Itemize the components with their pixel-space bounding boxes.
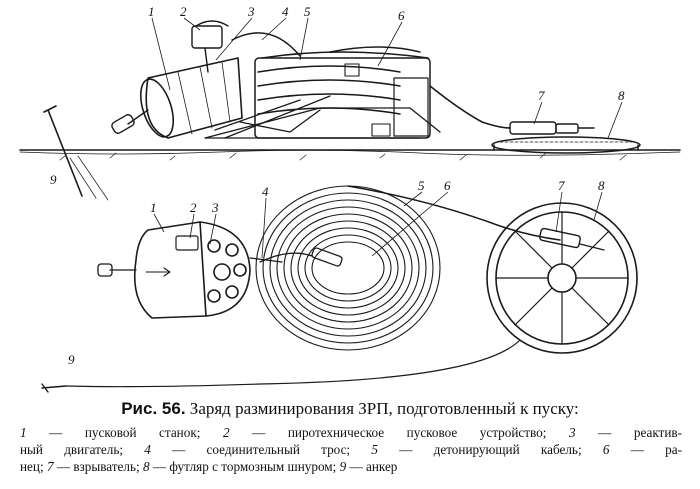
legend-text: — футляр с тормозным шнуром; bbox=[149, 459, 340, 474]
legend-text: — пиротехническое пусковое устройство; bbox=[229, 425, 569, 440]
legend-text: — реактив- bbox=[575, 425, 682, 440]
engine-block bbox=[133, 221, 251, 319]
label-bot-6: 6 bbox=[444, 178, 451, 193]
legend-text: — анкер bbox=[346, 459, 398, 474]
label-bot-8: 8 bbox=[598, 178, 605, 193]
legend-num: 2 bbox=[222, 425, 230, 440]
legend-num: 7 bbox=[46, 459, 54, 474]
top-labels: 1 2 3 4 5 6 7 8 9 bbox=[50, 4, 625, 187]
legend-text: — взрыватель; bbox=[53, 459, 143, 474]
label-top-7: 7 bbox=[538, 88, 545, 103]
legend-num: 6 bbox=[602, 442, 610, 457]
label-bot-2: 2 bbox=[190, 200, 197, 215]
legend-num: 1 bbox=[20, 425, 27, 440]
figure-caption: Рис. 56. Заряд разминирования ЗРП, подго… bbox=[0, 398, 700, 489]
label-bot-4: 4 bbox=[262, 184, 269, 199]
cable-coil bbox=[255, 185, 441, 351]
legend-num: 9 bbox=[339, 459, 347, 474]
anchor-plan bbox=[41, 383, 67, 393]
legend-text: ный двигатель; bbox=[20, 442, 145, 457]
legend-line-1: 1 — пусковой станок; 2 — пиротехническое… bbox=[20, 424, 682, 441]
side-view bbox=[19, 20, 681, 201]
label-bot-3: 3 bbox=[211, 200, 219, 215]
anchor-cable bbox=[65, 339, 521, 388]
label-bot-5: 5 bbox=[418, 178, 425, 193]
figure-illustration: 1 2 3 4 5 6 7 8 9 1 2 3 4 5 6 7 8 9 bbox=[19, 4, 681, 393]
anchor-side bbox=[43, 105, 109, 201]
fuse-side bbox=[509, 121, 595, 135]
label-top-5: 5 bbox=[304, 4, 311, 19]
caption-title: Рис. 56. Заряд разминирования ЗРП, подго… bbox=[0, 398, 700, 420]
label-top-8: 8 bbox=[618, 88, 625, 103]
figure-number: Рис. 56. bbox=[121, 399, 186, 418]
brake-case-plan bbox=[486, 202, 638, 354]
legend-num: 4 bbox=[144, 442, 151, 457]
legend-text: — детонирующий кабель; bbox=[377, 442, 603, 457]
legend-num: 3 bbox=[568, 425, 576, 440]
legend-text: — пусковой станок; bbox=[26, 425, 223, 440]
det-cable-side bbox=[429, 85, 511, 129]
fuse-plan bbox=[539, 227, 605, 251]
label-top-9: 9 bbox=[50, 172, 57, 187]
label-top-4: 4 bbox=[282, 4, 289, 19]
label-top-3: 3 bbox=[247, 4, 255, 19]
legend-text: — ра- bbox=[609, 442, 682, 457]
label-top-2: 2 bbox=[180, 4, 187, 19]
label-bot-9: 9 bbox=[68, 352, 75, 367]
label-bot-7: 7 bbox=[558, 178, 565, 193]
plan-view bbox=[41, 185, 638, 393]
legend-line-2: ный двигатель; 4 — соединительный трос; … bbox=[20, 441, 682, 458]
det-cable-plan bbox=[347, 185, 561, 241]
knapsack bbox=[254, 46, 431, 139]
launcher-handle bbox=[111, 109, 149, 134]
label-bot-1: 1 bbox=[150, 200, 157, 215]
legend-text: нец; bbox=[20, 459, 47, 474]
legend-text: — соединительный трос; bbox=[150, 442, 372, 457]
legend-num: 5 bbox=[371, 442, 378, 457]
label-top-1: 1 bbox=[148, 4, 155, 19]
rocket-engine bbox=[139, 57, 243, 139]
brake-case-side bbox=[491, 136, 641, 154]
label-top-6: 6 bbox=[398, 8, 405, 23]
legend-line-3: нец; 7 — взрыватель; 8 — футляр с тормоз… bbox=[20, 458, 682, 475]
bottom-labels: 1 2 3 4 5 6 7 8 9 bbox=[68, 178, 605, 367]
pyro-device bbox=[191, 20, 229, 73]
legend-num: 8 bbox=[142, 459, 150, 474]
engine-handle bbox=[97, 263, 137, 277]
caption-text: Заряд разминирования ЗРП, подготовленный… bbox=[189, 399, 579, 418]
